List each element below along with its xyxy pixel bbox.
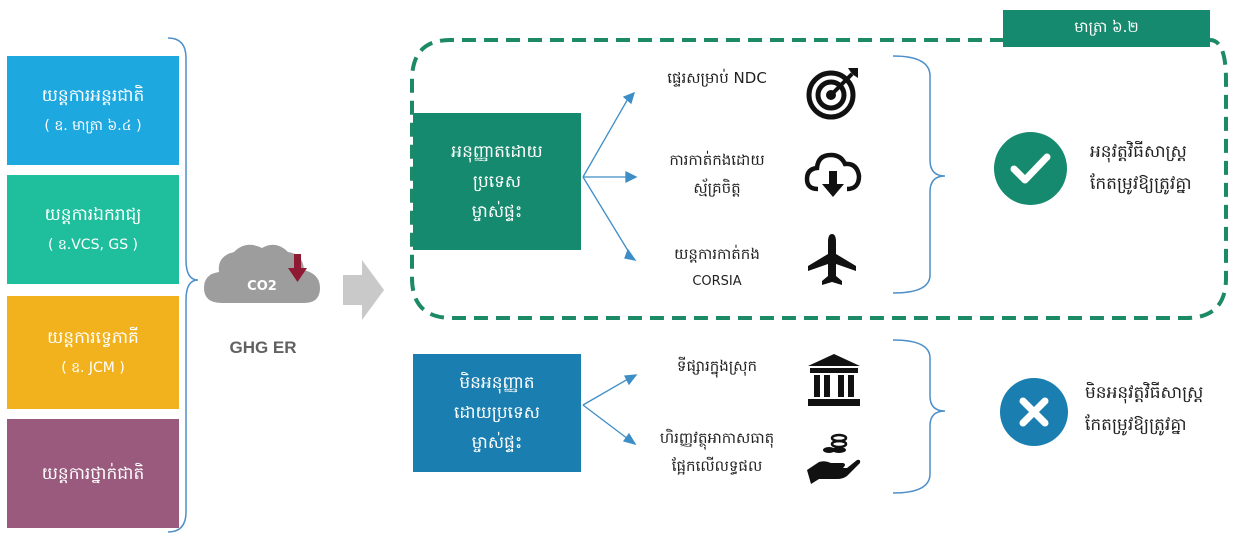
item-corsia: យន្តការកាត់កង CORSIA	[642, 240, 792, 296]
mechanism-national: យន្តការថ្នាក់ជាតិ	[7, 419, 179, 528]
target-icon	[806, 68, 858, 120]
mechanism-subtitle: ( ឧ. JCM )	[61, 359, 125, 376]
co2-cloud-icon: CO2	[204, 244, 320, 303]
bank-icon	[808, 354, 860, 406]
left-bracket	[167, 37, 199, 533]
not-authorized-result: មិនអនុវត្តវិធីសាស្ត្រ កែតម្រូវឱ្យត្រូវគ្…	[1085, 377, 1230, 441]
authorized-title-line: ម្ចាស់ផ្ទះ	[471, 201, 523, 222]
mechanism-title: យន្តការទ្វេភាគី	[47, 327, 139, 348]
x-icon	[1000, 378, 1068, 446]
flow-arrow	[343, 260, 384, 320]
mechanism-title: យន្តការឯករាជ្យ	[44, 204, 142, 225]
authorized-bracket	[892, 55, 946, 294]
item-voluntary-offset: ការកាត់កងដោយ ស្ម័គ្រចិត្ត	[642, 146, 792, 202]
down-arrow-head	[288, 268, 307, 282]
item-line: ផ្ទេរសម្រាប់ NDC	[667, 69, 767, 87]
hand-coins-icon	[807, 433, 861, 484]
authorized-arrows	[582, 91, 638, 261]
item-ndc-transfer: ផ្ទេរសម្រាប់ NDC	[642, 64, 792, 92]
item-line: យន្តការកាត់កង	[674, 245, 760, 263]
checkmark-icon	[994, 132, 1067, 205]
item-line: ទីផ្សារក្នុងស្រុក	[676, 357, 758, 375]
not-authorized-bracket	[892, 339, 946, 494]
cloud-download-icon	[804, 152, 862, 197]
mechanism-independent: យន្តការឯករាជ្យ ( ឧ.VCS, GS )	[7, 175, 179, 284]
result-line: កែតម្រូវឱ្យត្រូវគ្នា	[1085, 415, 1187, 435]
item-line: ស្ម័គ្រចិត្ត	[693, 179, 741, 197]
result-line: មិនអនុវត្តវិធីសាស្ត្រ	[1085, 383, 1204, 403]
mechanism-subtitle: ( ឧ.VCS, GS )	[47, 236, 139, 253]
not-authorized-box: មិនអនុញ្ញាត ដោយប្រទេស ម្ចាស់ផ្ទះ	[413, 354, 581, 472]
co2-text: CO2	[247, 279, 277, 294]
item-results-based-finance: ហិរញ្ញវត្ថុអាកាសធាតុ ផ្អែកលើលទ្ធផល	[632, 424, 802, 480]
result-line: អនុវត្តវិធីសាស្ត្រ	[1090, 142, 1187, 162]
authorized-title-line: អនុញ្ញាតដោយ	[451, 141, 543, 162]
airplane-icon	[808, 234, 856, 285]
mechanism-title: យន្តការអន្តរជាតិ	[41, 85, 145, 106]
mechanism-subtitle: ( ឧ. មាត្រា ៦.៤ )	[44, 117, 142, 134]
item-line: CORSIA	[692, 274, 742, 289]
item-line: ហិរញ្ញវត្ថុអាកាសធាតុ	[659, 429, 775, 447]
ghg-label: GHG ER	[229, 338, 297, 357]
article-badge-label: មាត្រា ៦.២	[1074, 17, 1139, 36]
mechanism-international: យន្តការអន្តរជាតិ ( ឧ. មាត្រា ៦.៤ )	[7, 56, 179, 165]
not-authorized-title-line: ដោយប្រទេស	[454, 403, 540, 423]
authorized-box: អនុញ្ញាតដោយ ប្រទេស ម្ចាស់ផ្ទះ	[413, 113, 581, 250]
mechanism-title: យន្តការថ្នាក់ជាតិ	[41, 463, 145, 484]
not-authorized-title-line: ម្ចាស់ផ្ទះ	[471, 433, 523, 453]
down-arrow-shaft	[294, 254, 301, 270]
article-badge: មាត្រា ៦.២	[1003, 10, 1210, 47]
not-authorized-arrows	[582, 374, 638, 446]
mechanism-bilateral: យន្តការទ្វេភាគី ( ឧ. JCM )	[7, 296, 179, 409]
authorized-result: អនុវត្តវិធីសាស្ត្រ កែតម្រូវឱ្យត្រូវគ្នា	[1090, 136, 1230, 200]
item-line: ការកាត់កងដោយ	[669, 151, 765, 169]
item-domestic-market: ទីផ្សារក្នុងស្រុក	[642, 352, 792, 380]
authorized-title-line: ប្រទេស	[472, 171, 522, 192]
result-line: កែតម្រូវឱ្យត្រូវគ្នា	[1090, 174, 1192, 194]
not-authorized-title-line: មិនអនុញ្ញាត	[459, 373, 535, 393]
item-line: ផ្អែកលើលទ្ធផល	[671, 457, 763, 475]
